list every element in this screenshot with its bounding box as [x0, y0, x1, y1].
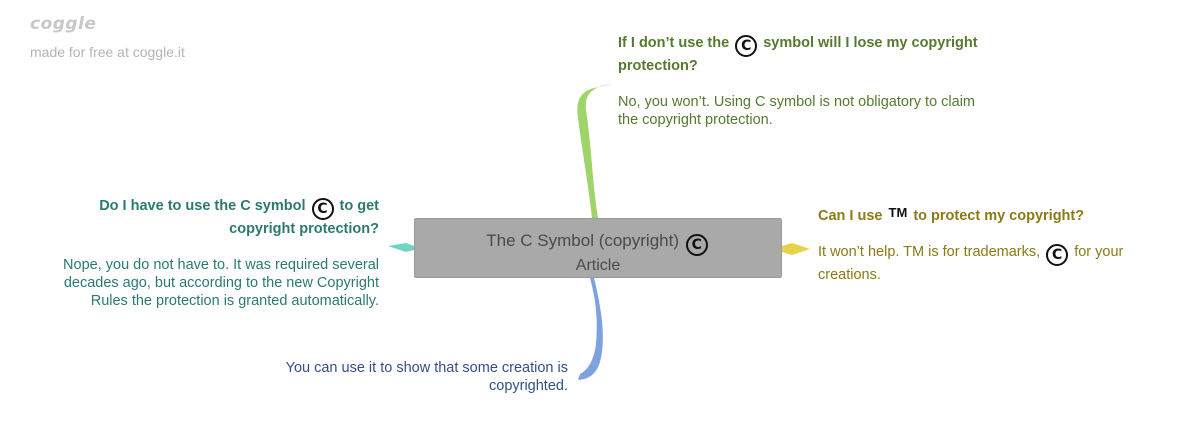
right-branch-node[interactable]: Can I use TM to protect my copyright? It… [818, 204, 1158, 284]
top-branch-answer: No, you won’t. Using C symbol is not obl… [618, 94, 976, 128]
left-question-part2: to get copyright protection? [229, 198, 379, 237]
left-branch-answer: Nope, you do not have to. It was require… [63, 257, 379, 309]
copyright-icon: C [311, 198, 334, 220]
central-topic-title: The C Symbol (copyright) C [415, 230, 781, 256]
copyright-icon: C [685, 234, 708, 256]
right-question-part1: Can I use [818, 208, 883, 224]
left-branch-question: Do I have to use the C symbol C to get c… [30, 197, 379, 238]
copyright-icon: C [1046, 244, 1069, 266]
coggle-branding: coggle made for free at coggle.it [30, 14, 185, 60]
left-branch-node[interactable]: Do I have to use the C symbol C to get c… [30, 197, 379, 310]
right-branch-question: Can I use TM to protect my copyright? [818, 204, 1158, 225]
central-topic-subtitle: Article [575, 257, 621, 274]
trademark-icon: TM [888, 205, 908, 220]
central-topic-node[interactable]: The C Symbol (copyright) C Article [414, 218, 782, 278]
top-question-part1: If I don’t use the [618, 35, 730, 51]
top-branch-line [577, 84, 612, 218]
coggle-tagline[interactable]: made for free at coggle.it [30, 44, 185, 60]
top-question-part2: symbol will I lose my copyright protecti… [618, 35, 978, 74]
top-branch-node[interactable]: If I don’t use the C symbol will I lose … [618, 34, 978, 129]
central-title-text: The C Symbol (copyright) [486, 231, 679, 250]
coggle-logo[interactable]: coggle [30, 14, 97, 34]
left-branch-line [388, 243, 414, 252]
top-branch-question: If I don’t use the C symbol will I lose … [618, 34, 978, 75]
copyright-icon: C [735, 35, 758, 57]
bottom-branch-answer: You can use it to show that some creatio… [285, 360, 568, 394]
left-question-part1: Do I have to use the C symbol [99, 198, 306, 214]
bottom-branch-node[interactable]: You can use it to show that some creatio… [250, 359, 568, 395]
bottom-branch-line [578, 278, 603, 380]
right-branch-line [782, 243, 810, 255]
right-branch-answer: It won’t help. TM is for trademarks, C f… [818, 243, 1158, 284]
right-question-part2: to protect my copyright? [913, 208, 1085, 224]
right-answer-part2: for your creations. [818, 244, 1124, 283]
right-answer-part1: It won’t help. TM is for trademarks, [818, 244, 1041, 260]
